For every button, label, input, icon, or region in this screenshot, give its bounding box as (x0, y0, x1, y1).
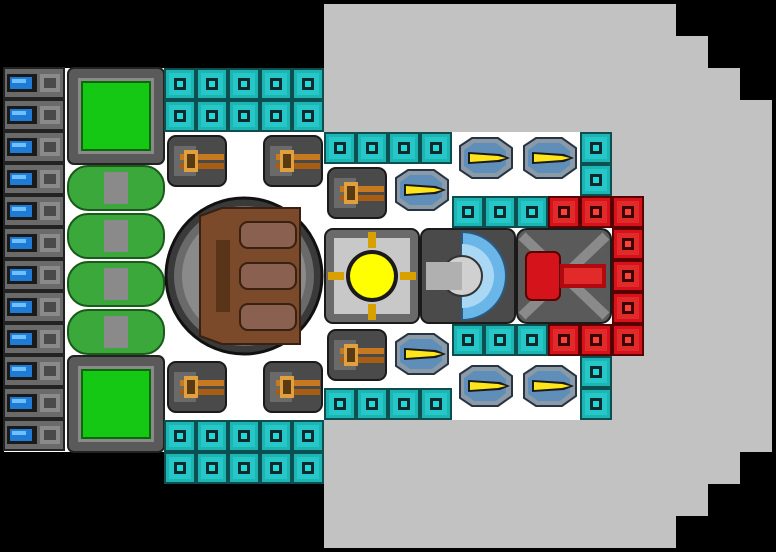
armor-icon[interactable] (324, 388, 356, 420)
armor-icon[interactable] (516, 196, 548, 228)
armor-icon[interactable] (196, 452, 228, 484)
cannon-icon[interactable] (327, 329, 387, 381)
cargo-icon (81, 369, 151, 439)
armor-icon[interactable] (580, 388, 612, 420)
thruster-icon[interactable] (3, 323, 65, 355)
laser-icon[interactable] (523, 365, 577, 407)
armor-icon[interactable] (164, 420, 196, 452)
thruster-icon[interactable] (3, 419, 65, 451)
armor-icon[interactable] (164, 100, 196, 132)
battery-icon (67, 213, 165, 259)
armor-icon[interactable] (196, 420, 228, 452)
armor-icon[interactable] (580, 132, 612, 164)
cannon-icon[interactable] (167, 135, 227, 187)
thruster-column (3, 67, 65, 451)
thruster-icon[interactable] (3, 227, 65, 259)
cannon-icon[interactable] (263, 135, 323, 187)
armor-icon[interactable] (420, 388, 452, 420)
armor-icon[interactable] (292, 420, 324, 452)
armor-icon[interactable] (228, 452, 260, 484)
cargo-container[interactable] (67, 355, 165, 453)
armor-icon[interactable] (388, 388, 420, 420)
missile-launcher-icon (199, 207, 301, 345)
missile-launcher[interactable] (164, 196, 324, 356)
armor-icon[interactable] (196, 100, 228, 132)
thruster-icon[interactable] (3, 99, 65, 131)
heavy-armor-icon[interactable] (548, 196, 580, 228)
reactor-core[interactable] (324, 228, 420, 324)
reactor-icon (350, 254, 394, 298)
armor-icon[interactable] (420, 132, 452, 164)
cannon-icon[interactable] (263, 361, 323, 413)
armor-icon[interactable] (292, 100, 324, 132)
thruster-icon[interactable] (3, 163, 65, 195)
cannon-icon[interactable] (167, 361, 227, 413)
armor-icon[interactable] (260, 420, 292, 452)
laser-icon[interactable] (459, 365, 513, 407)
heavy-armor-icon[interactable] (580, 324, 612, 356)
armor-icon[interactable] (260, 100, 292, 132)
armor-icon[interactable] (484, 324, 516, 356)
armor-icon[interactable] (164, 452, 196, 484)
thruster-icon[interactable] (3, 131, 65, 163)
thruster-icon[interactable] (3, 195, 65, 227)
armor-icon[interactable] (324, 132, 356, 164)
laser-icon[interactable] (459, 137, 513, 179)
armor-icon[interactable] (580, 164, 612, 196)
railgun[interactable] (516, 228, 612, 324)
laser-icon[interactable] (523, 137, 577, 179)
armor-icon[interactable] (228, 100, 260, 132)
cargo-icon (81, 81, 151, 151)
laser-icon[interactable] (395, 333, 449, 375)
laser-icon[interactable] (395, 169, 449, 211)
heavy-armor-icon[interactable] (612, 196, 644, 228)
power-cells[interactable] (67, 165, 165, 355)
armor-icon[interactable] (260, 68, 292, 100)
heavy-armor-icon[interactable] (612, 292, 644, 324)
thruster-icon[interactable] (3, 67, 65, 99)
heavy-armor-icon[interactable] (612, 260, 644, 292)
armor-icon[interactable] (196, 68, 228, 100)
armor-icon[interactable] (356, 132, 388, 164)
battery-icon (67, 261, 165, 307)
armor-icon[interactable] (292, 68, 324, 100)
armor-icon[interactable] (516, 324, 548, 356)
armor-icon[interactable] (388, 132, 420, 164)
armor-icon[interactable] (580, 356, 612, 388)
railgun-icon (525, 251, 561, 301)
armor-icon[interactable] (484, 196, 516, 228)
armor-icon[interactable] (260, 452, 292, 484)
thruster-icon[interactable] (3, 291, 65, 323)
heavy-armor-icon[interactable] (580, 196, 612, 228)
thruster-icon[interactable] (3, 355, 65, 387)
armor-icon[interactable] (164, 68, 196, 100)
heavy-armor-icon[interactable] (548, 324, 580, 356)
thruster-icon[interactable] (3, 387, 65, 419)
armor-icon[interactable] (452, 196, 484, 228)
shield-generator[interactable] (420, 228, 516, 324)
armor-icon[interactable] (292, 452, 324, 484)
battery-icon (67, 309, 165, 355)
thruster-icon[interactable] (3, 259, 65, 291)
heavy-armor-icon[interactable] (612, 324, 644, 356)
armor-icon[interactable] (228, 68, 260, 100)
heavy-armor-icon[interactable] (612, 228, 644, 260)
armor-icon[interactable] (228, 420, 260, 452)
armor-icon[interactable] (356, 388, 388, 420)
armor-icon[interactable] (452, 324, 484, 356)
cannon-icon[interactable] (327, 167, 387, 219)
battery-icon (67, 165, 165, 211)
cargo-container[interactable] (67, 67, 165, 165)
